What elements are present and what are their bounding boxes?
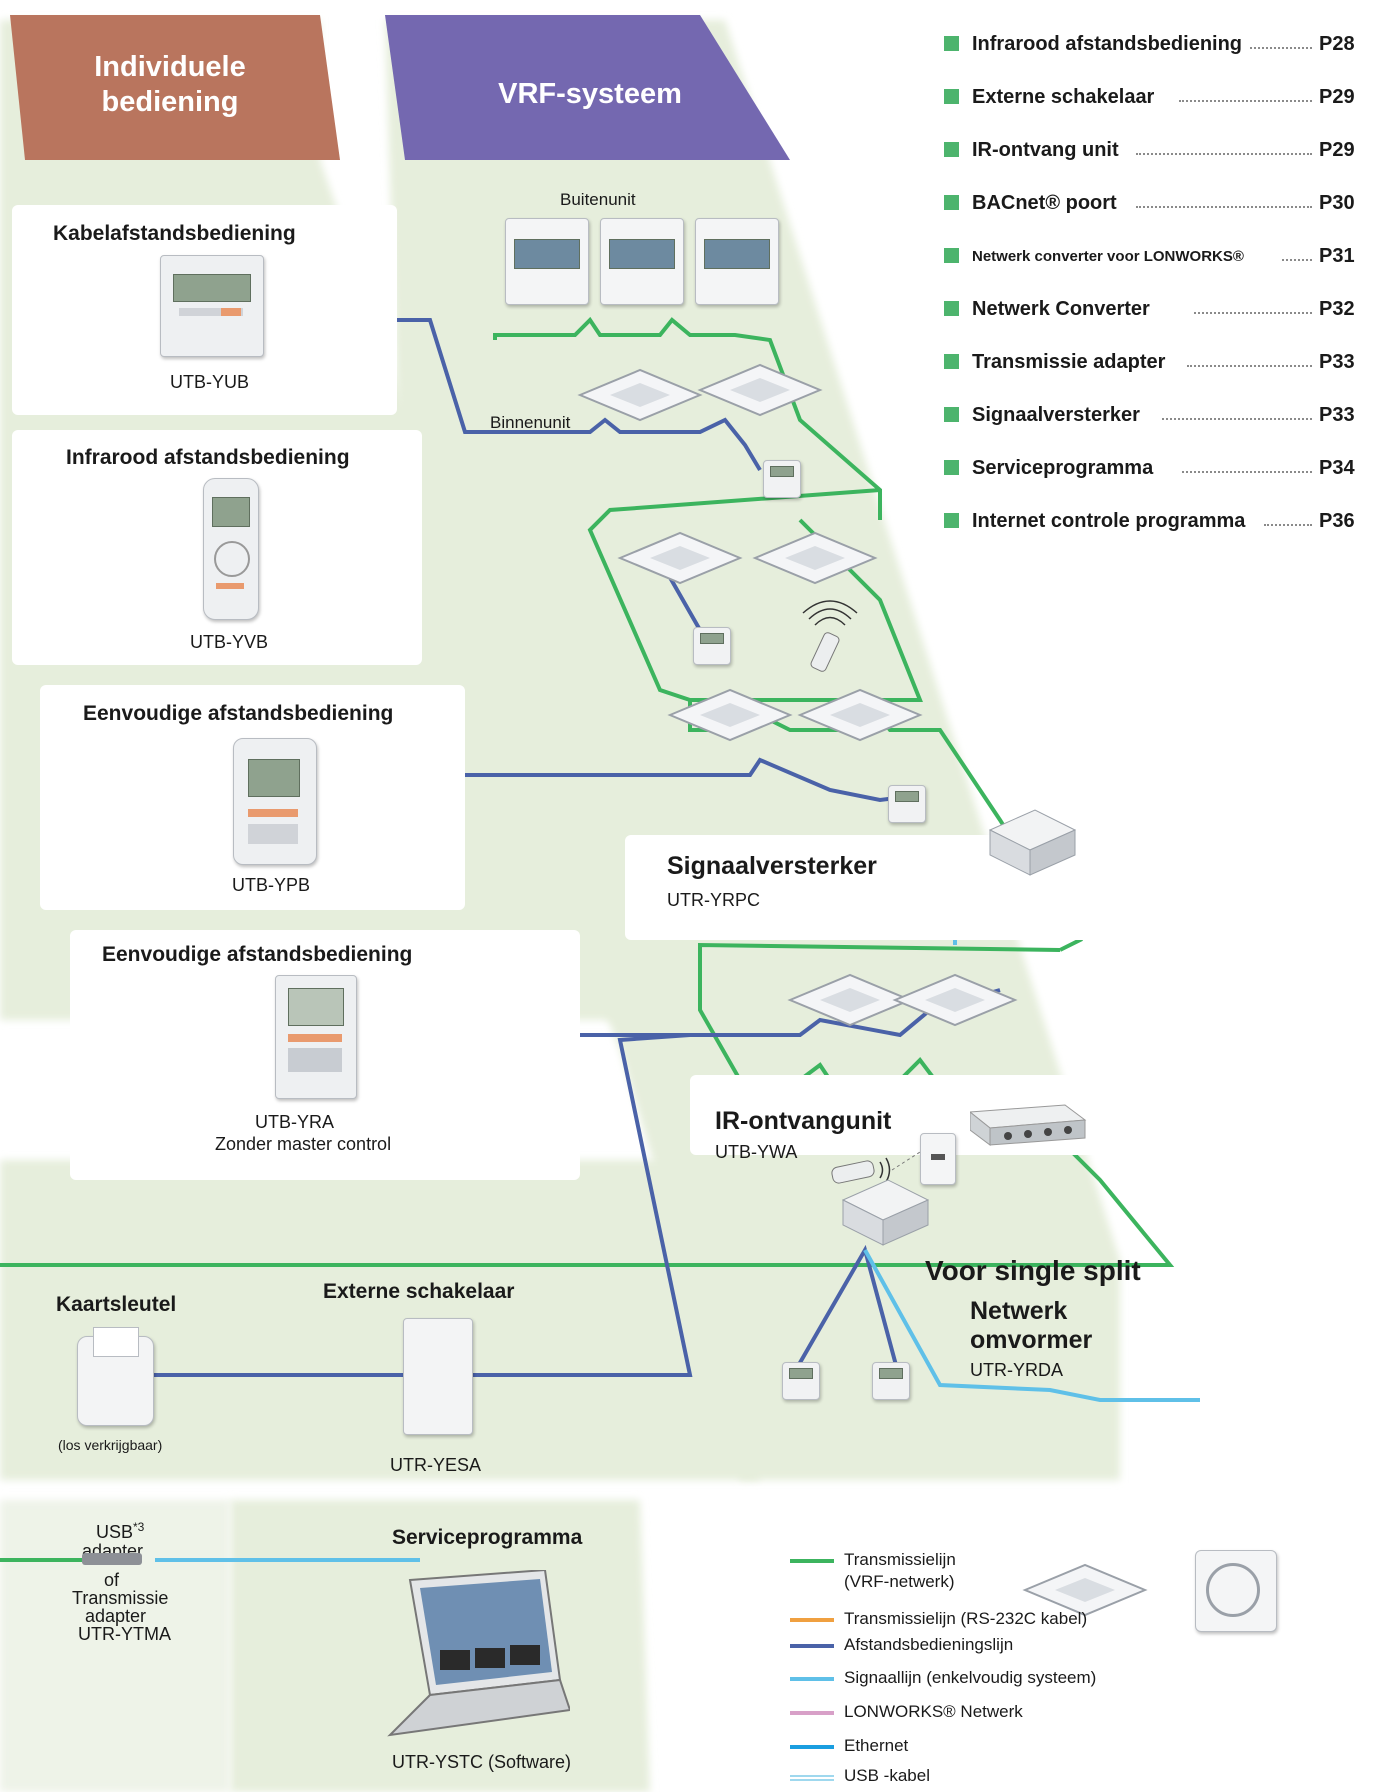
index-page: P33 [1319, 351, 1355, 373]
card-key-note: (los verkrijgbaar) [58, 1437, 163, 1453]
index-label: IR-ontvang unit [972, 139, 1119, 161]
small-remote-icon [763, 460, 801, 498]
index-label: Netwerk Converter [972, 298, 1150, 320]
index-page: P33 [1319, 404, 1355, 426]
repeater-title: Signaalversterker [667, 852, 877, 880]
index-page: P29 [1319, 86, 1355, 108]
indoor-label: Binnenunit [490, 413, 571, 432]
repeater-box-icon [988, 809, 1077, 876]
individual-header-bg [10, 15, 340, 160]
small-remote-icon [782, 1362, 820, 1400]
outdoor-unit-icon [600, 218, 684, 305]
usb-line4: Transmissie [72, 1588, 169, 1608]
index-page: P34 [1319, 457, 1355, 479]
legend-label: USB -kabel [844, 1766, 930, 1785]
ir-receiver-icon [920, 1133, 956, 1185]
net-converter-title-2: omvormer [970, 1326, 1093, 1354]
individual-header: Individuele bediening [94, 51, 246, 118]
usb-line5: adapter [85, 1606, 147, 1626]
infrared-remote-icon [203, 478, 259, 620]
index-page: P28 [1319, 33, 1355, 55]
index-page: P32 [1319, 298, 1355, 320]
infrared-title: Infrarood afstandsbediening [66, 446, 350, 469]
legend-swatch [790, 1559, 834, 1563]
lower-panel [0, 1160, 760, 1480]
ir-receiver-title: IR-ontvangunit [715, 1107, 892, 1135]
infrared-model: UTB-YVB [190, 632, 269, 652]
legend-swatch [790, 1745, 834, 1749]
usb-panel [0, 1500, 230, 1792]
ir-remote-small-icon [802, 600, 858, 672]
usb-line1: USB*3 [96, 1520, 144, 1543]
duct-unit-icon [970, 1104, 1087, 1146]
outdoor-split-icon [1195, 1550, 1277, 1632]
legend-label: Transmissielijn (RS-232C kabel) [844, 1609, 1088, 1628]
legend-label: Ethernet [844, 1736, 909, 1755]
ir-receiver-model: UTB-YWA [715, 1142, 798, 1162]
legend-label: Afstandsbedieningslijn [844, 1635, 1014, 1654]
legend-swatch [790, 1644, 834, 1648]
outdoor-unit-icon [505, 218, 589, 305]
outdoor-label: Buitenunit [560, 190, 636, 209]
legend-swatch [790, 1711, 834, 1715]
small-remote-icon [693, 627, 731, 665]
small-remote-icon [872, 1362, 910, 1400]
outdoor-units [505, 218, 785, 308]
single-split-title: Voor single split [925, 1255, 1141, 1286]
usb-text: USB [96, 1522, 134, 1542]
index-label: Serviceprogramma [972, 457, 1154, 479]
wired-model: UTB-YUB [170, 372, 250, 392]
card-key-icon [77, 1327, 154, 1426]
net-converter-title-1: Netwerk [970, 1297, 1068, 1325]
ext-switch-title: Externe schakelaar [323, 1280, 515, 1303]
index-label: Externe schakelaar [972, 86, 1155, 108]
simple2-model: UTB-YRA [255, 1112, 335, 1132]
usb-footnote: *3 [133, 1520, 145, 1534]
legend-swatch [790, 1618, 834, 1622]
usb-adapter-icon [82, 1553, 142, 1565]
vrf-header: VRF-systeem [498, 78, 682, 110]
net-converter-box-icon [841, 1179, 930, 1246]
simple1-title: Eenvoudige afstandsbediening [83, 702, 394, 725]
index-page: P29 [1319, 139, 1355, 161]
laptop-icon [387, 1570, 570, 1737]
index-page: P31 [1319, 245, 1355, 267]
legend-label: Transmissielijn [844, 1550, 956, 1569]
simple1-model: UTB-YPB [232, 875, 311, 895]
index-page: P36 [1319, 510, 1355, 532]
ext-switch-model: UTR-YESA [390, 1455, 482, 1475]
index-label: Internet controle programma [972, 510, 1246, 532]
service-title: Serviceprogramma [392, 1526, 583, 1549]
index-label: Transmissie adapter [972, 351, 1166, 373]
simple-remote-icon [233, 738, 317, 865]
simple2-remote-icon [275, 975, 357, 1099]
vrf-header-bg [385, 15, 790, 160]
wired-remote-icon [160, 255, 264, 357]
legend-label: Signaallijn (enkelvoudig systeem) [844, 1668, 1097, 1687]
repeater-model: UTR-YRPC [667, 890, 760, 910]
simple2-note: Zonder master control [215, 1134, 392, 1154]
net-converter-model: UTR-YRDA [970, 1360, 1063, 1380]
ext-switch-icon [403, 1318, 473, 1435]
service-model: UTR-YSTC (Software) [392, 1752, 572, 1772]
simple2-title: Eenvoudige afstandsbediening [102, 943, 413, 966]
card-key-title: Kaartsleutel [56, 1293, 177, 1316]
legend-label: (VRF-netwerk) [844, 1572, 955, 1591]
legend-swatch [790, 1677, 834, 1681]
index-label: Signaalversterker [972, 404, 1140, 426]
small-remote-icon [888, 785, 926, 823]
index-label: Infrarood afstandsbediening [972, 33, 1243, 55]
legend-label: LONWORKS® Netwerk [844, 1702, 1023, 1721]
usb-line6: UTR-YTMA [78, 1624, 171, 1644]
outdoor-unit-icon [695, 218, 779, 305]
index-label: BACnet® poort [972, 192, 1117, 214]
wired-title: Kabelafstandsbediening [53, 222, 296, 245]
index-label: Netwerk converter voor LONWORKS® [972, 248, 1244, 265]
usb-line3: of [104, 1570, 120, 1590]
legend-swatch [790, 1775, 834, 1781]
index-page: P30 [1319, 192, 1355, 214]
